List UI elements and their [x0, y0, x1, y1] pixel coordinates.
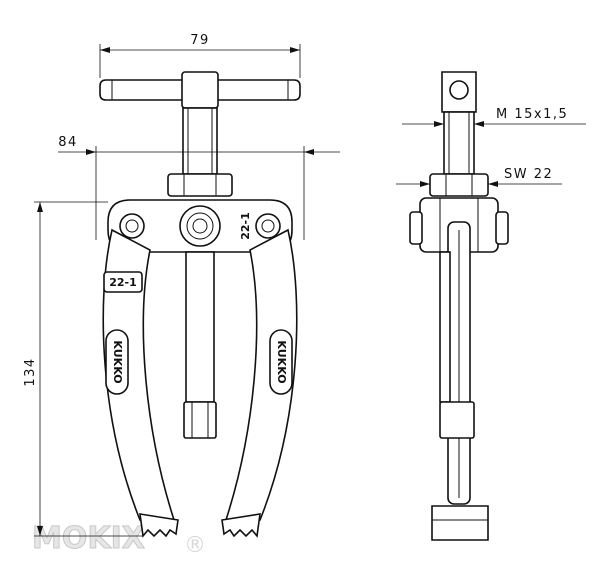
- pivot-bolt-left-inner: [125, 219, 139, 233]
- yoke-model-label: 22-1: [239, 212, 252, 240]
- pivot-bolt-right-inner: [261, 219, 275, 233]
- left-jaw-teeth: [139, 513, 179, 538]
- arrowhead: [488, 181, 498, 187]
- arrowhead: [434, 121, 444, 127]
- spindle-head: [181, 71, 219, 109]
- arrowhead: [420, 181, 430, 187]
- hex-nut: [167, 173, 233, 197]
- arrowhead: [474, 121, 484, 127]
- arrowhead: [290, 47, 300, 53]
- right-jaw-teeth: [221, 513, 261, 538]
- arrowhead: [100, 47, 110, 53]
- side-foot: [431, 505, 489, 541]
- watermark-text: MOKIX: [32, 521, 145, 556]
- watermark-registered-mark: ®: [184, 533, 206, 558]
- front-view: 22-1 KUKKO 22-1 KUKKO: [99, 71, 301, 538]
- side-view: [409, 71, 509, 541]
- side-pivot-right: [495, 211, 509, 245]
- arrowhead: [37, 202, 43, 212]
- dimension-79-label: 79: [190, 33, 210, 48]
- wrench-size-label: SW 22: [504, 167, 553, 182]
- side-hex-nut: [429, 173, 489, 197]
- dimension-134: 134: [23, 201, 142, 537]
- watermark: MOKIX ®: [32, 521, 207, 559]
- left-brand-plate: [105, 329, 129, 395]
- side-eye-hole: [449, 80, 469, 100]
- left-brand-label: KUKKO: [111, 340, 124, 383]
- right-brand-plate: [269, 329, 293, 395]
- spindle-lower: [185, 251, 215, 403]
- center-boss: [179, 205, 221, 247]
- side-pivot-left: [409, 211, 423, 245]
- dimension-84-label: 84: [58, 135, 78, 150]
- side-spindle: [439, 251, 451, 403]
- dimension-wrench: SW 22: [396, 167, 562, 187]
- pivot-bolt-left: [119, 213, 145, 239]
- dimension-thread: M 15x1,5: [402, 107, 586, 127]
- right-brand-label: KUKKO: [275, 340, 288, 383]
- dimension-79: 79: [99, 33, 301, 78]
- center-boss-inner: [186, 212, 214, 240]
- dimension-84: 84: [58, 135, 340, 240]
- spindle-upper: [182, 107, 218, 175]
- center-boss-core: [192, 218, 208, 234]
- arrowhead: [86, 149, 96, 155]
- pivot-bolt-right: [255, 213, 281, 239]
- side-spindle-tip: [439, 401, 475, 439]
- thread-label: M 15x1,5: [496, 107, 568, 122]
- spindle-tip: [183, 401, 217, 439]
- dimension-134-label: 134: [23, 357, 38, 386]
- arrowhead: [304, 149, 314, 155]
- model-plate-label: 22-1: [109, 276, 137, 289]
- model-plate: [103, 271, 143, 293]
- arrowhead: [37, 526, 43, 536]
